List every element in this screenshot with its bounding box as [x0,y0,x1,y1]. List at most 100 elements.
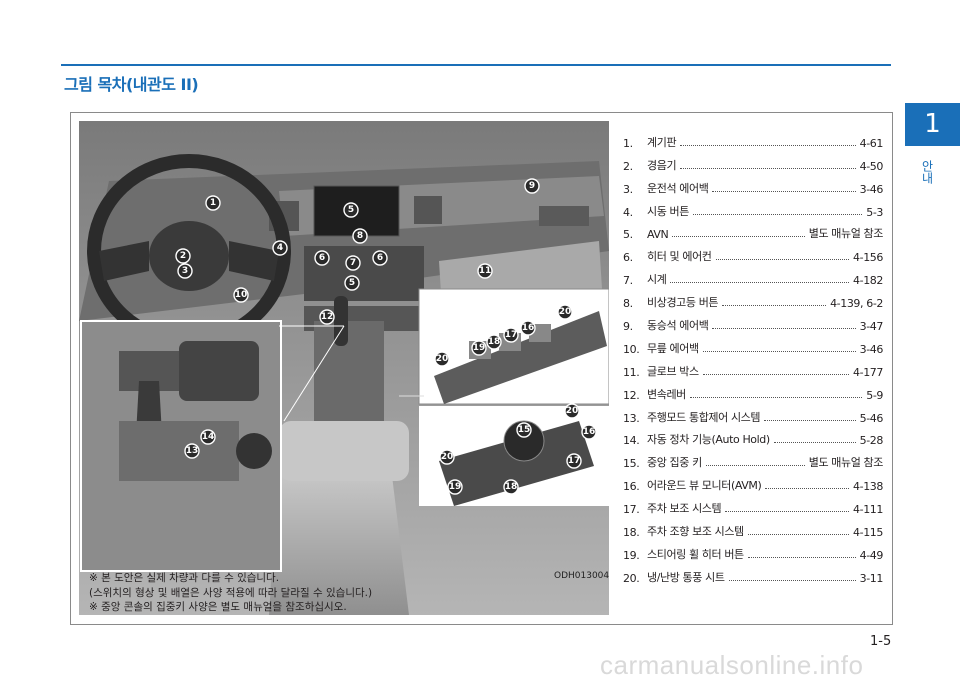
toc-page[interactable]: 4-156 [849,251,883,264]
toc-page[interactable]: 4-61 [856,137,883,150]
toc-num: 8. [623,297,647,310]
svg-text:1: 1 [210,198,216,208]
svg-text:2: 2 [180,251,186,261]
toc-row[interactable]: 9.동승석 에어백 3-47 [623,310,883,333]
svg-text:13: 13 [186,446,199,456]
toc-label: 무릎 에어백 [647,340,703,356]
toc-label: 시계 [647,271,670,287]
toc-page[interactable]: 3-47 [856,320,883,333]
callout-14: 14 [201,430,215,444]
toc-row[interactable]: 12.변속레버 5-9 [623,379,883,402]
leader-dots [690,397,862,398]
note-line: (스위치의 형상 및 배열은 사양 적용에 따라 달라질 수 있습니다.) [89,586,609,601]
toc-num: 13. [623,412,647,425]
toc-page[interactable]: 3-11 [856,572,883,585]
toc-num: 15. [623,457,647,470]
toc-label: 주행모드 통합제어 시스템 [647,409,764,425]
toc-page[interactable]: 3-46 [856,183,883,196]
svg-text:14: 14 [202,432,215,442]
toc-row[interactable]: 10.무릎 에어백 3-46 [623,333,883,356]
leader-dots [765,488,849,489]
toc-page[interactable]: 4-182 [849,274,883,287]
svg-text:20: 20 [436,354,449,364]
svg-text:16: 16 [583,427,596,437]
callout-16b: 16 [582,425,596,439]
toc-num: 16. [623,480,647,493]
callout-11: 11 [478,264,492,278]
note-line: ※ 본 도안은 실제 차량과 다를 수 있습니다. [89,571,609,586]
toc-row[interactable]: 16.어라운드 뷰 모니터(AVM) 4-138 [623,470,883,493]
toc-page[interactable]: 5-9 [862,389,883,402]
leader-dots [748,534,849,535]
leader-dots [729,580,856,581]
callout-5a: 5 [344,203,358,217]
toc-num: 10. [623,343,647,356]
toc-page[interactable]: 5-46 [856,412,883,425]
toc-label: 시동 버튼 [647,203,693,219]
toc-num: 11. [623,366,647,379]
callout-18b: 18 [504,480,518,494]
toc-page[interactable]: 4-111 [849,503,883,516]
svg-text:17: 17 [505,330,518,340]
callout-19b: 19 [448,480,462,494]
toc-label: 주차 보조 시스템 [647,500,725,516]
toc-num: 9. [623,320,647,333]
toc-label: 비상경고등 버튼 [647,294,722,310]
callout-6a: 6 [315,251,329,265]
interior-illustration: 1 2 3 4 5 5 6 6 7 8 9 10 11 12 13 14 20 … [79,121,609,615]
toc-page[interactable]: 별도 매뉴얼 참조 [805,454,883,470]
callout-18a: 18 [487,335,501,349]
toc-label: 주차 조향 보조 시스템 [647,523,748,539]
svg-text:18: 18 [488,337,501,347]
svg-text:20: 20 [559,307,572,317]
toc-label: 계기판 [647,134,680,150]
callout-19a: 19 [472,341,486,355]
chapter-tab[interactable]: 1 [905,103,960,146]
toc-page[interactable]: 4-49 [856,549,883,562]
toc-page[interactable]: 4-139, 6-2 [826,297,883,310]
toc-row[interactable]: 14.자동 정차 기능(Auto Hold)5-28 [623,425,883,448]
toc-page[interactable]: 5-28 [856,434,883,447]
toc-page[interactable]: 4-50 [856,160,883,173]
svg-text:15: 15 [518,425,531,435]
callout-2: 2 [176,249,190,263]
svg-text:3: 3 [182,266,188,276]
svg-text:5: 5 [348,205,354,215]
toc-page[interactable]: 4-177 [849,366,883,379]
toc-num: 12. [623,389,647,402]
callout-4: 4 [273,241,287,255]
toc-page[interactable]: 3-46 [856,343,883,356]
callout-3: 3 [178,264,192,278]
svg-text:8: 8 [357,231,363,241]
toc-row[interactable]: 13.주행모드 통합제어 시스템 5-46 [623,402,883,425]
toc-num: 5. [623,228,647,241]
svg-text:6: 6 [377,253,383,263]
toc-row[interactable]: 8.비상경고등 버튼 4-139, 6-2 [623,287,883,310]
toc-label: 어라운드 뷰 모니터(AVM) [647,477,765,493]
toc-num: 19. [623,549,647,562]
toc-page[interactable]: 5-3 [862,206,883,219]
leader-dots [725,511,849,512]
toc-page[interactable]: 4-138 [849,480,883,493]
toc-label: 동승석 에어백 [647,317,712,333]
toc-num: 14. [623,434,647,447]
toc-page[interactable]: 별도 매뉴얼 참조 [805,225,883,241]
toc-label: 스티어링 휠 히터 버튼 [647,546,748,562]
toc-num: 3. [623,183,647,196]
toc-label: 변속레버 [647,386,690,402]
leader-dots [703,351,856,352]
toc-row[interactable]: 19.스티어링 휠 히터 버튼 4-49 [623,539,883,562]
toc-page[interactable]: 4-115 [849,526,883,539]
